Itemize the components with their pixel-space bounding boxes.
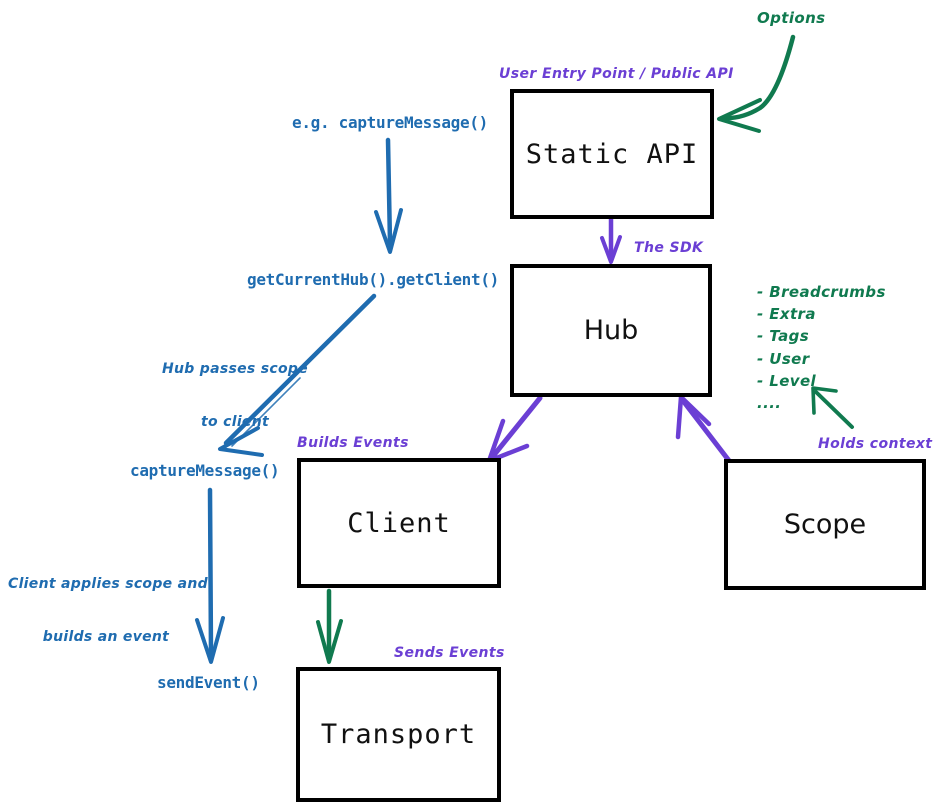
hub-passes-scope-line2: to client bbox=[201, 413, 269, 430]
node-hub[interactable]: Hub bbox=[510, 264, 712, 397]
annotation-capture-message: captureMessage() bbox=[130, 461, 280, 480]
context-item-breadcrumbs: - Breadcrumbs bbox=[757, 283, 886, 301]
arrow-scope-to-hub bbox=[675, 394, 733, 465]
annotation-builds-events: Builds Events bbox=[297, 435, 409, 451]
annotation-user-entry-point: User Entry Point / Public API bbox=[499, 66, 734, 82]
annotation-sends-events: Sends Events bbox=[394, 645, 505, 661]
arrow-static-api-to-hub bbox=[600, 216, 622, 264]
hub-passes-scope-line1: Hub passes scope bbox=[162, 361, 308, 377]
annotation-holds-context: Holds context bbox=[818, 436, 933, 452]
node-hub-label: Hub bbox=[583, 315, 639, 346]
arrow-context-to-scope bbox=[811, 386, 854, 429]
client-applies-scope-line2: builds an event bbox=[42, 628, 170, 645]
arrow-client-to-transport bbox=[316, 588, 343, 664]
node-scope[interactable]: Scope bbox=[724, 459, 926, 590]
node-transport-label: Transport bbox=[320, 719, 477, 750]
annotation-get-current-hub: getCurrentHub().getClient() bbox=[247, 270, 499, 289]
client-applies-scope-line1: Client applies scope and bbox=[8, 576, 208, 592]
context-item-level: - Level bbox=[757, 371, 817, 390]
node-static-api[interactable]: Static API bbox=[510, 89, 714, 219]
arrow-options-to-static-api bbox=[717, 34, 796, 133]
node-transport[interactable]: Transport bbox=[296, 667, 501, 802]
context-item-user: - User bbox=[757, 349, 810, 368]
context-item-tags: - Tags bbox=[757, 327, 810, 346]
annotation-client-applies-scope: Client applies scope and builds an event bbox=[8, 541, 208, 681]
arrow-hub-passes-scope bbox=[218, 293, 377, 457]
node-static-api-label: Static API bbox=[525, 138, 699, 170]
annotation-the-sdk: The SDK bbox=[634, 240, 704, 256]
node-client-label: Client bbox=[347, 507, 451, 539]
context-item-extra: - Extra bbox=[757, 305, 816, 324]
annotation-options: Options bbox=[757, 9, 826, 27]
arrow-hub-to-client bbox=[486, 395, 543, 464]
annotation-eg-capture-message: e.g. captureMessage() bbox=[292, 113, 488, 132]
annotation-hub-passes-scope: Hub passes scope to client bbox=[160, 326, 310, 466]
arrow-entry-to-get-client bbox=[374, 137, 403, 254]
node-client[interactable]: Client bbox=[297, 458, 501, 588]
node-scope-label: Scope bbox=[783, 509, 867, 540]
scope-context-list: - Breadcrumbs - Extra - Tags - User - Le… bbox=[757, 281, 886, 414]
context-item-ellipsis: .... bbox=[757, 393, 782, 412]
annotation-send-event: sendEvent() bbox=[157, 673, 260, 692]
arrow-client-applies-scope bbox=[195, 487, 225, 664]
